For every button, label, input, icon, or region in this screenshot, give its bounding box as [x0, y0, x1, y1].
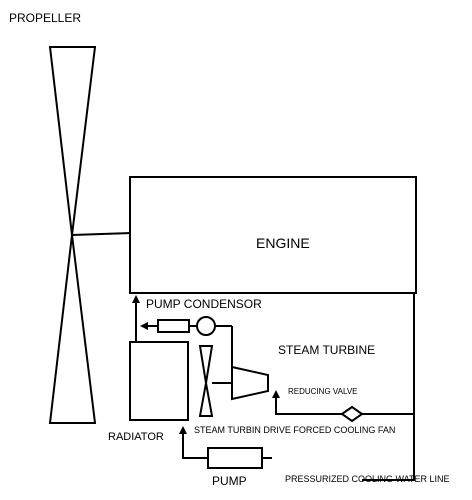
label-reducing-valve: REDUCING VALVE — [288, 387, 358, 396]
label-propeller: PROPELLER — [9, 11, 82, 25]
right-return-line — [413, 293, 415, 481]
radiator-box — [129, 341, 189, 421]
condensor-box — [157, 319, 190, 333]
cooling-fan-icon — [198, 345, 214, 417]
label-pressurized-line: PRESSURIZED COOLING WATER LINE — [285, 474, 450, 484]
label-radiator: RADIATOR — [108, 431, 164, 443]
pump-box — [207, 447, 263, 469]
label-engine: ENGINE — [256, 235, 310, 251]
engine-box — [129, 176, 417, 294]
label-pump-condensor: PUMP CONDENSOR — [146, 297, 262, 311]
reducing-valve-icon — [340, 405, 364, 423]
label-pump: PUMP — [212, 474, 247, 488]
condensor-pump-circle — [196, 316, 216, 336]
label-fan-drive: STEAM TURBIN DRIVE FORCED COOLING FAN — [194, 425, 396, 435]
valve-to-turbine-line — [272, 390, 342, 415]
propeller-shaft — [71, 232, 131, 236]
label-steam-turbine: STEAM TURBINE — [278, 343, 376, 357]
steam-turbine-shape — [231, 365, 269, 401]
pump-to-radiator-line — [179, 426, 208, 459]
